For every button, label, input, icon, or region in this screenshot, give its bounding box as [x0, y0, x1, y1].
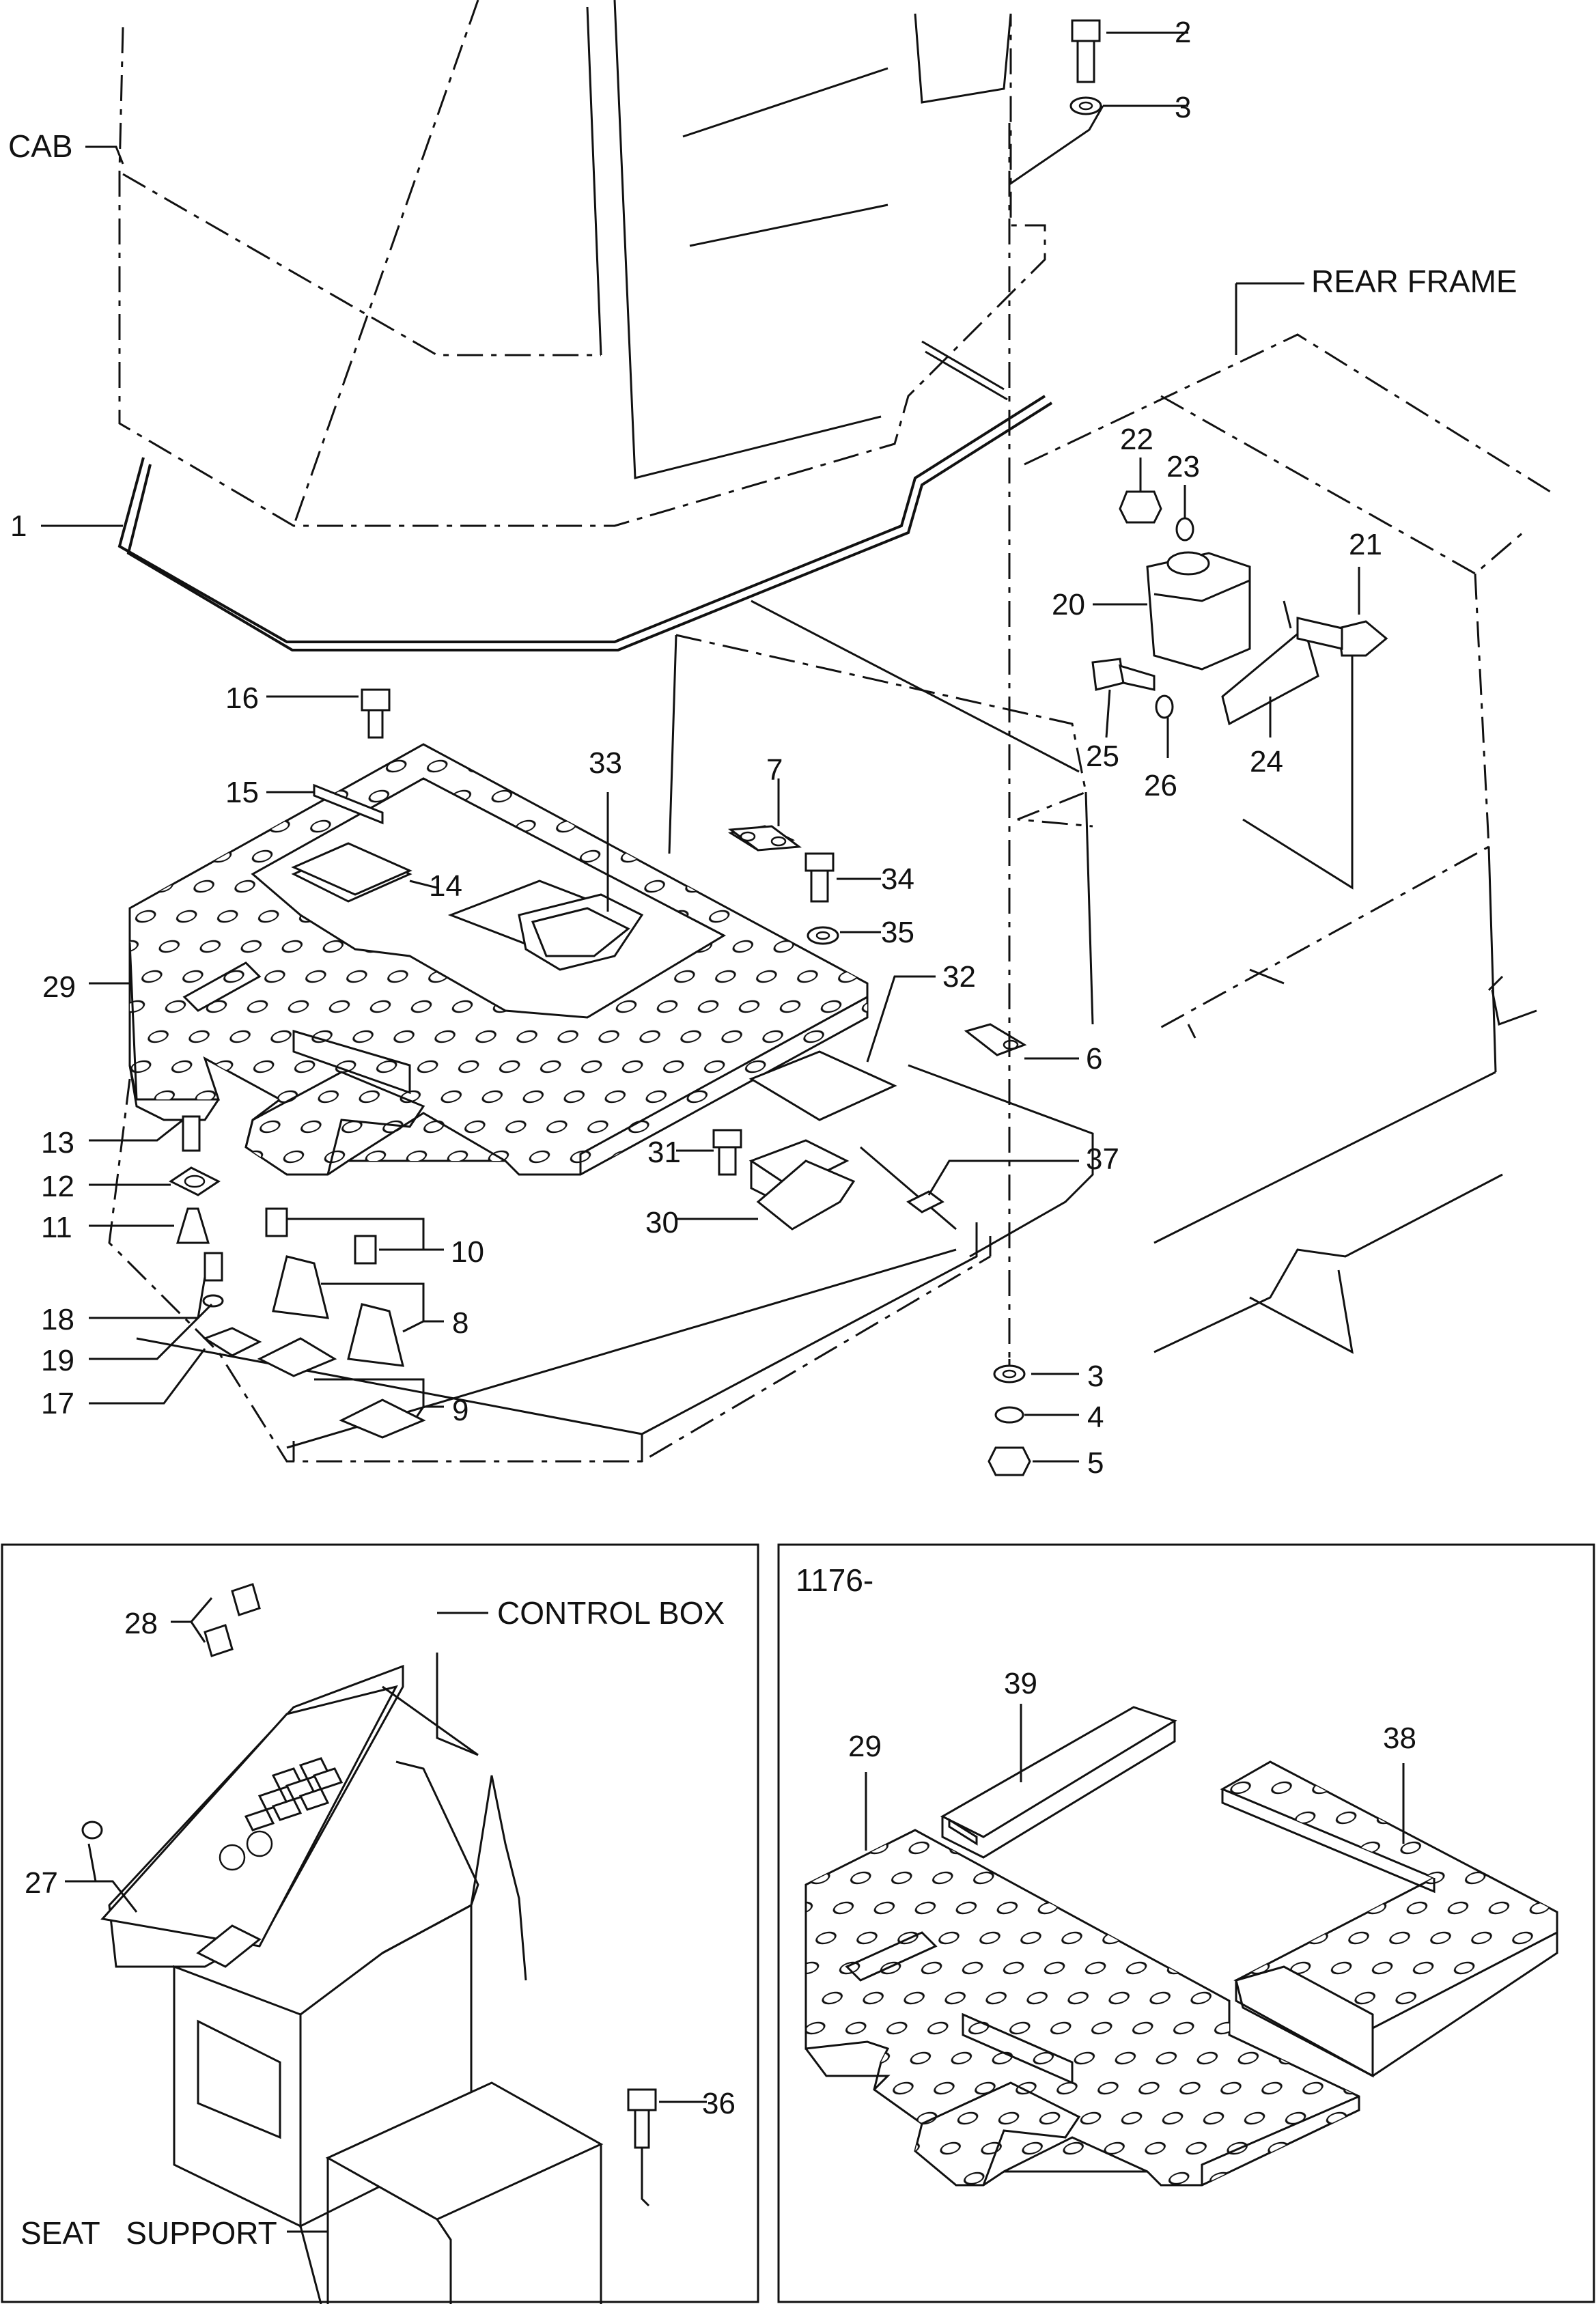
rear-frame-label: REAR FRAME [1311, 264, 1517, 299]
part-label-11: 11 [41, 1211, 72, 1244]
plate-6 [964, 1023, 1027, 1056]
inset-frame-left [1, 1543, 759, 2303]
part-label-18: 18 [41, 1303, 74, 1336]
control-box-inset: 28 CONTROL BOX 27 36 SEAT SUPPORT [1, 1543, 759, 2304]
part-label-14: 14 [429, 869, 462, 903]
part-label-21: 21 [1349, 528, 1382, 561]
part-label-29a: 29 [42, 970, 76, 1004]
part-label-16: 16 [225, 682, 259, 715]
part-label-19: 19 [41, 1344, 74, 1377]
part-label-20: 20 [1052, 588, 1085, 621]
knob-28a [231, 1583, 261, 1616]
rear-frame-outline [668, 333, 1551, 1354]
part-label-1: 1 [10, 509, 27, 543]
part-label-23: 23 [1166, 450, 1200, 483]
main-view: CAB REAR FRAME 1 2 3 22 23 21 20 25 26 2… [8, 0, 1551, 1480]
part-label-25: 25 [1086, 740, 1119, 773]
part-label-13: 13 [41, 1126, 74, 1160]
part-label-8: 8 [452, 1306, 468, 1340]
part-label-3a: 3 [1175, 91, 1191, 124]
part-label-35: 35 [881, 916, 914, 949]
part-label-6: 6 [1086, 1042, 1102, 1076]
control-box-label: CONTROL BOX [497, 1595, 725, 1631]
switch-grid [244, 1757, 344, 1831]
part-label-34: 34 [881, 862, 914, 896]
part-label-24: 24 [1250, 745, 1283, 778]
part-label-28: 28 [124, 1607, 158, 1640]
cab-outline [118, 0, 1046, 527]
knob-28b [204, 1624, 234, 1657]
part-label-9: 9 [452, 1394, 468, 1427]
screw-27 [81, 1821, 103, 1840]
bolt-2 [1071, 19, 1101, 42]
bolt-36 [627, 2088, 657, 2111]
part-label-33: 33 [589, 746, 622, 780]
strip-39 [940, 1706, 1177, 1838]
part-label-32: 32 [942, 960, 976, 994]
inset-frame-right [777, 1543, 1595, 2303]
leader-lines [41, 31, 1360, 1463]
part-label-10: 10 [451, 1235, 484, 1269]
seat-support-label: SEAT SUPPORT [20, 2215, 277, 2251]
part-label-2: 2 [1175, 16, 1191, 49]
hardware [169, 19, 1388, 1476]
part-label-7: 7 [766, 753, 783, 787]
cab-label: CAB [8, 128, 73, 164]
plate-37 [906, 1190, 944, 1213]
cab-seal-strip [117, 340, 1053, 651]
part-label-36: 36 [702, 2087, 736, 2120]
reservoir-tank-20 [1146, 551, 1319, 726]
part-label-15: 15 [225, 776, 259, 809]
serial-inset: 1176- 39 29 38 [777, 1543, 1595, 2303]
bracket-30 [756, 1160, 856, 1231]
part-label-4: 4 [1087, 1401, 1104, 1434]
plate-7 [727, 825, 802, 852]
main-labels: CAB REAR FRAME 1 2 3 22 23 21 20 25 26 2… [8, 16, 1517, 1480]
serial-note-label: 1176- [796, 1562, 873, 1598]
part-label-26: 26 [1144, 769, 1177, 802]
part-label-39: 39 [1004, 1667, 1037, 1700]
part-label-27: 27 [25, 1866, 58, 1900]
part-label-30: 30 [645, 1206, 679, 1239]
part-label-17: 17 [41, 1387, 74, 1420]
part-label-38: 38 [1383, 1722, 1416, 1755]
part-label-3b: 3 [1087, 1360, 1104, 1393]
part-label-31: 31 [647, 1136, 681, 1169]
part-label-29b: 29 [848, 1730, 882, 1763]
part-label-22: 22 [1120, 423, 1153, 456]
part-label-12: 12 [41, 1170, 74, 1203]
part-label-5: 5 [1087, 1446, 1104, 1480]
part-label-37: 37 [1086, 1142, 1119, 1176]
